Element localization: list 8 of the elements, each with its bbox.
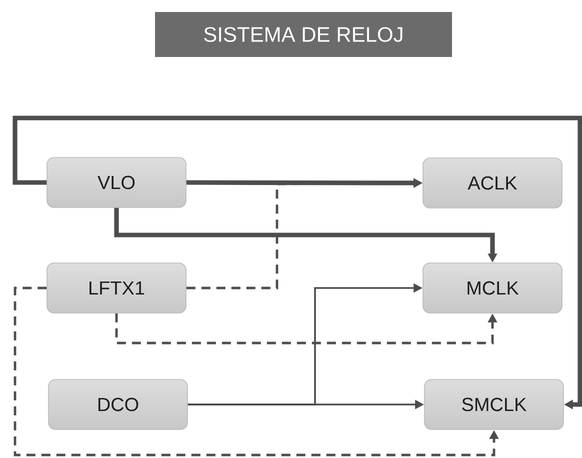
clock-box: LFTX1 bbox=[46, 262, 186, 314]
clock-box: VLO bbox=[46, 157, 186, 208]
title-banner: SISTEMA DE RELOJ bbox=[155, 12, 452, 57]
clock-box: SMCLK bbox=[424, 379, 564, 430]
clock-box: ACLK bbox=[422, 158, 562, 208]
arrow bbox=[12, 116, 582, 410]
clock-box: MCLK bbox=[422, 262, 562, 314]
clock-box: DCO bbox=[48, 379, 188, 430]
